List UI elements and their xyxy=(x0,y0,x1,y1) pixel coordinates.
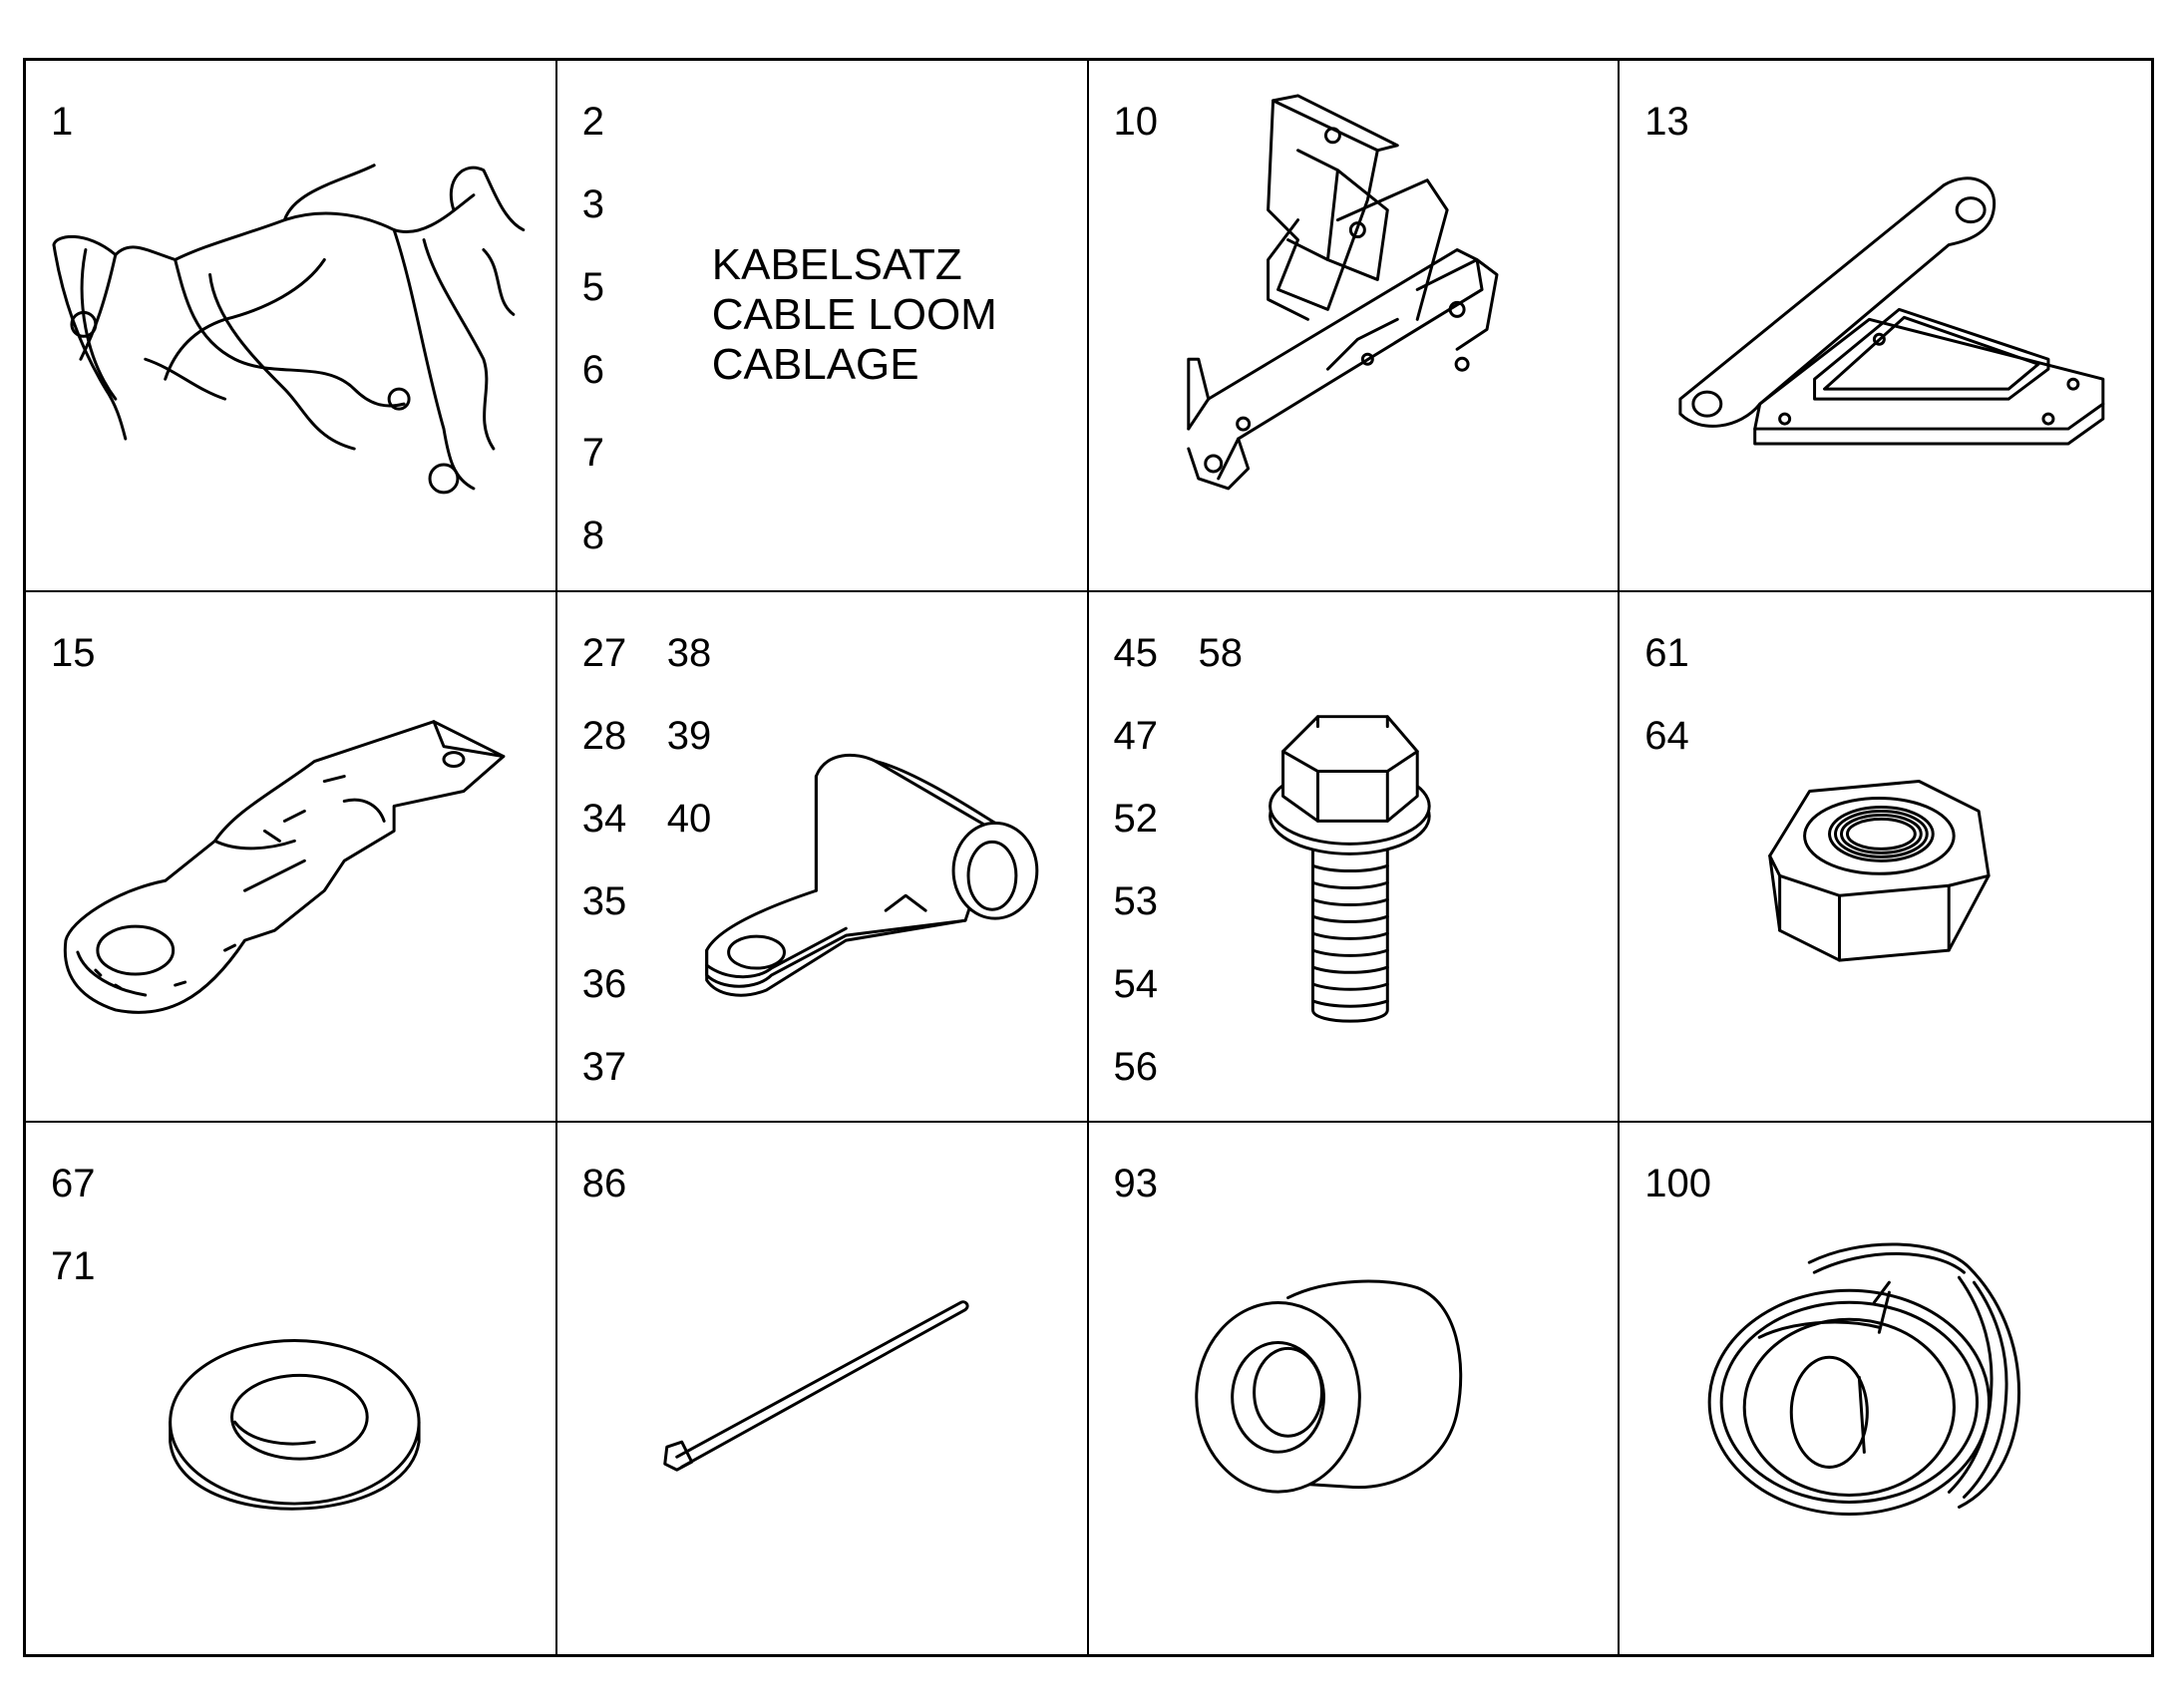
part-number: 27 xyxy=(581,630,627,675)
part-number: 6 xyxy=(581,348,604,392)
part-number: 71 xyxy=(51,1244,96,1289)
part-number: 47 xyxy=(1113,713,1159,758)
part-cell-86: 86 xyxy=(557,1123,1089,1654)
part-number: 1 xyxy=(51,100,74,144)
caption-german: KABELSATZ xyxy=(711,240,962,289)
part-cell-27: 27 38 28 39 34 40 35 36 37 xyxy=(556,591,1089,1124)
part-cell-13: 13 xyxy=(1620,61,2151,592)
part-cell-1: 1 xyxy=(26,61,557,592)
spacer-bushing-icon xyxy=(1194,1279,1462,1494)
flange-plate-icon xyxy=(1678,176,2105,446)
flange-bolt-icon xyxy=(1268,714,1431,1023)
p-clip-icon xyxy=(704,753,1039,997)
part-number: 34 xyxy=(581,796,627,841)
part-numbers: 61 64 xyxy=(1644,612,1729,778)
caption-english: CABLE LOOM xyxy=(711,290,997,339)
part-cell-15: 15 xyxy=(26,591,557,1124)
part-number: 38 xyxy=(666,630,712,675)
parts-grid: 1 2 3 5 6 7 8 xyxy=(23,58,2154,1657)
part-numbers: 27 38 28 39 34 40 35 36 37 xyxy=(582,612,752,1109)
part-cell-10: 10 xyxy=(1088,61,1621,592)
part-number: 40 xyxy=(666,796,712,841)
part-numbers: 2 3 5 6 7 8 xyxy=(582,81,667,577)
cable-lug-icon xyxy=(63,719,506,1014)
part-number: 61 xyxy=(1644,630,1689,675)
part-number: 5 xyxy=(581,265,604,309)
part-number: 36 xyxy=(581,961,627,1006)
part-number: 52 xyxy=(1113,796,1159,841)
part-number: 64 xyxy=(1644,713,1689,758)
part-number: 45 xyxy=(1113,630,1159,675)
hex-nut-icon xyxy=(1768,779,1991,962)
part-number: 35 xyxy=(581,878,627,923)
part-numbers: 15 xyxy=(51,612,136,695)
part-number: 15 xyxy=(51,630,96,675)
part-number: 28 xyxy=(581,713,627,758)
part-number: 37 xyxy=(581,1044,627,1089)
part-numbers: 10 xyxy=(1114,81,1199,164)
part-cell-2: 2 3 5 6 7 8 KABELSATZ CABLE LOOM CABLAGE xyxy=(556,61,1089,592)
part-number: 56 xyxy=(1113,1044,1159,1089)
part-numbers: 86 xyxy=(582,1143,667,1225)
part-cell-93: 93 xyxy=(1089,1123,1621,1654)
part-number: 39 xyxy=(666,713,712,758)
part-number: 93 xyxy=(1113,1162,1159,1206)
part-number: 2 xyxy=(581,100,604,144)
part-number: 54 xyxy=(1113,961,1159,1006)
part-number: 7 xyxy=(581,431,604,475)
part-cell-61: 61 64 xyxy=(1620,592,2151,1124)
part-number: 53 xyxy=(1113,878,1159,923)
caption-french: CABLAGE xyxy=(711,340,919,389)
grommet-icon xyxy=(1707,1242,2021,1517)
part-numbers: 1 xyxy=(51,81,136,164)
mounting-bracket-icon xyxy=(1186,94,1499,491)
part-cell-67: 67 71 xyxy=(26,1123,557,1654)
part-number: 67 xyxy=(51,1162,96,1206)
part-cell-100: 100 xyxy=(1620,1123,2151,1654)
cable-tie-icon xyxy=(662,1300,969,1472)
part-numbers: 93 xyxy=(1114,1143,1199,1225)
part-number: 3 xyxy=(581,182,604,226)
part-numbers: 67 71 xyxy=(51,1143,136,1308)
part-number: 58 xyxy=(1198,630,1244,675)
part-number: 10 xyxy=(1113,100,1159,144)
part-caption: KABELSATZ CABLE LOOM CABLAGE xyxy=(712,240,997,390)
part-cell-45: 45 58 47 52 53 54 56 xyxy=(1088,591,1621,1124)
part-numbers: 13 xyxy=(1644,81,1729,164)
cable-loom-icon xyxy=(52,164,526,495)
part-numbers: 45 58 47 52 53 54 56 xyxy=(1114,612,1283,1109)
part-number: 8 xyxy=(581,513,604,557)
part-number: 13 xyxy=(1644,100,1689,144)
part-number: 86 xyxy=(581,1162,627,1206)
part-numbers: 100 xyxy=(1644,1143,1729,1225)
part-number: 100 xyxy=(1644,1162,1711,1206)
flat-washer-icon xyxy=(169,1339,421,1512)
